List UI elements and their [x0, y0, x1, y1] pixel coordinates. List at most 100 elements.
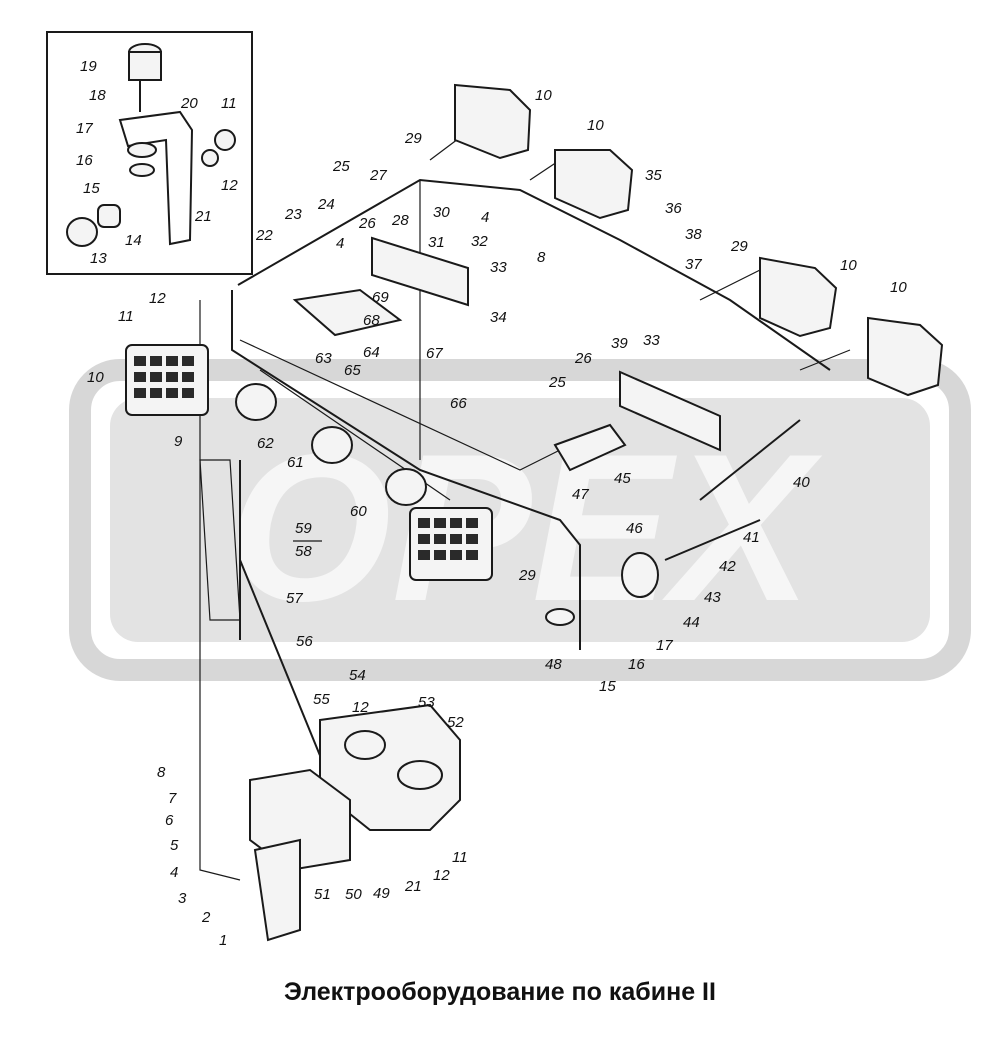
beacon-lamps	[454, 83, 944, 397]
label-3: 3	[178, 890, 187, 907]
label-56: 56	[296, 633, 313, 650]
label-14: 14	[125, 232, 142, 249]
label-69: 69	[372, 289, 389, 306]
label-17b: 17	[656, 637, 673, 654]
label-61: 61	[287, 454, 304, 471]
label-24: 24	[317, 196, 335, 213]
round-lamps	[235, 383, 659, 598]
label-35: 35	[645, 167, 662, 184]
label-47: 47	[572, 486, 589, 503]
label-9: 9	[174, 433, 183, 450]
wiper-arms	[239, 419, 801, 781]
label-33b: 33	[643, 332, 660, 349]
label-12c: 12	[433, 867, 450, 884]
label-10b: 10	[587, 117, 604, 134]
label-25a: 25	[332, 158, 350, 175]
label-12: 12	[221, 177, 238, 194]
label-68: 68	[363, 312, 380, 329]
work-lights	[125, 344, 493, 581]
label-62: 62	[257, 435, 274, 452]
label-52: 52	[447, 714, 464, 731]
label-21b: 21	[404, 878, 422, 895]
label-10d: 10	[890, 279, 907, 296]
label-5: 5	[170, 837, 179, 854]
label-43: 43	[704, 589, 721, 606]
label-29b: 29	[730, 238, 748, 255]
label-10e: 10	[87, 369, 104, 386]
label-20: 20	[180, 95, 198, 112]
label-10c: 10	[840, 257, 857, 274]
label-16: 16	[76, 152, 93, 169]
wiring-harness	[199, 129, 851, 881]
label-30: 30	[433, 204, 450, 221]
label-12a: 12	[149, 290, 166, 307]
label-48: 48	[545, 656, 562, 673]
label-26b: 26	[574, 350, 592, 367]
label-23: 23	[284, 206, 302, 223]
label-67: 67	[426, 345, 443, 362]
label-12b: 12	[352, 699, 369, 716]
label-32: 32	[471, 233, 488, 250]
label-60: 60	[350, 503, 367, 520]
label-39: 39	[611, 335, 628, 352]
label-11b: 11	[452, 849, 468, 866]
label-28: 28	[391, 212, 409, 229]
label-53: 53	[418, 694, 435, 711]
label-6: 6	[165, 812, 174, 829]
label-26a: 26	[358, 215, 376, 232]
label-55: 55	[313, 691, 330, 708]
label-27: 27	[369, 167, 387, 184]
label-38: 38	[685, 226, 702, 243]
inset-detail	[46, 31, 253, 275]
label-15: 15	[83, 180, 100, 197]
label-4b: 4	[336, 235, 344, 252]
label-41: 41	[743, 529, 760, 546]
control-console	[249, 703, 461, 942]
label-63: 63	[315, 350, 332, 367]
label-22: 22	[255, 227, 273, 244]
label-64: 64	[363, 344, 380, 361]
label-7: 7	[168, 790, 177, 807]
label-42: 42	[719, 558, 736, 575]
label-17: 17	[76, 120, 93, 137]
label-37: 37	[685, 256, 702, 273]
label-54: 54	[349, 667, 366, 684]
label-18: 18	[89, 87, 106, 104]
label-65: 65	[344, 362, 361, 379]
part-labels: 19 18 20 11 17 16 12 15 21 14 13 10 29 1…	[76, 58, 907, 949]
watermark-logo: OPEX	[69, 359, 971, 681]
label-46: 46	[626, 520, 643, 537]
label-11a: 11	[118, 308, 134, 325]
label-2: 2	[201, 909, 211, 926]
label-16b: 16	[628, 656, 645, 673]
label-4c: 4	[170, 864, 178, 881]
label-59: 59	[295, 520, 312, 537]
label-31: 31	[428, 234, 445, 251]
label-45: 45	[614, 470, 631, 487]
label-50: 50	[345, 886, 362, 903]
label-51: 51	[314, 886, 331, 903]
label-19: 19	[80, 58, 97, 75]
label-34: 34	[490, 309, 507, 326]
label-44: 44	[683, 614, 700, 631]
label-21: 21	[194, 208, 212, 225]
label-11: 11	[221, 95, 237, 112]
label-57: 57	[286, 590, 303, 607]
label-33a: 33	[490, 259, 507, 276]
label-29a: 29	[404, 130, 422, 147]
label-8a: 8	[537, 249, 546, 266]
label-66: 66	[450, 395, 467, 412]
label-10a: 10	[535, 87, 552, 104]
label-15b: 15	[599, 678, 616, 695]
label-1: 1	[219, 932, 227, 949]
label-13: 13	[90, 250, 107, 267]
label-40: 40	[793, 474, 810, 491]
label-8b: 8	[157, 764, 166, 781]
label-58: 58	[295, 543, 312, 560]
switch-panels	[199, 236, 721, 626]
label-29c: 29	[518, 567, 536, 584]
label-25b: 25	[548, 374, 566, 391]
label-4a: 4	[481, 209, 489, 226]
diagram-caption: Электрооборудование по кабине II	[284, 978, 716, 1006]
